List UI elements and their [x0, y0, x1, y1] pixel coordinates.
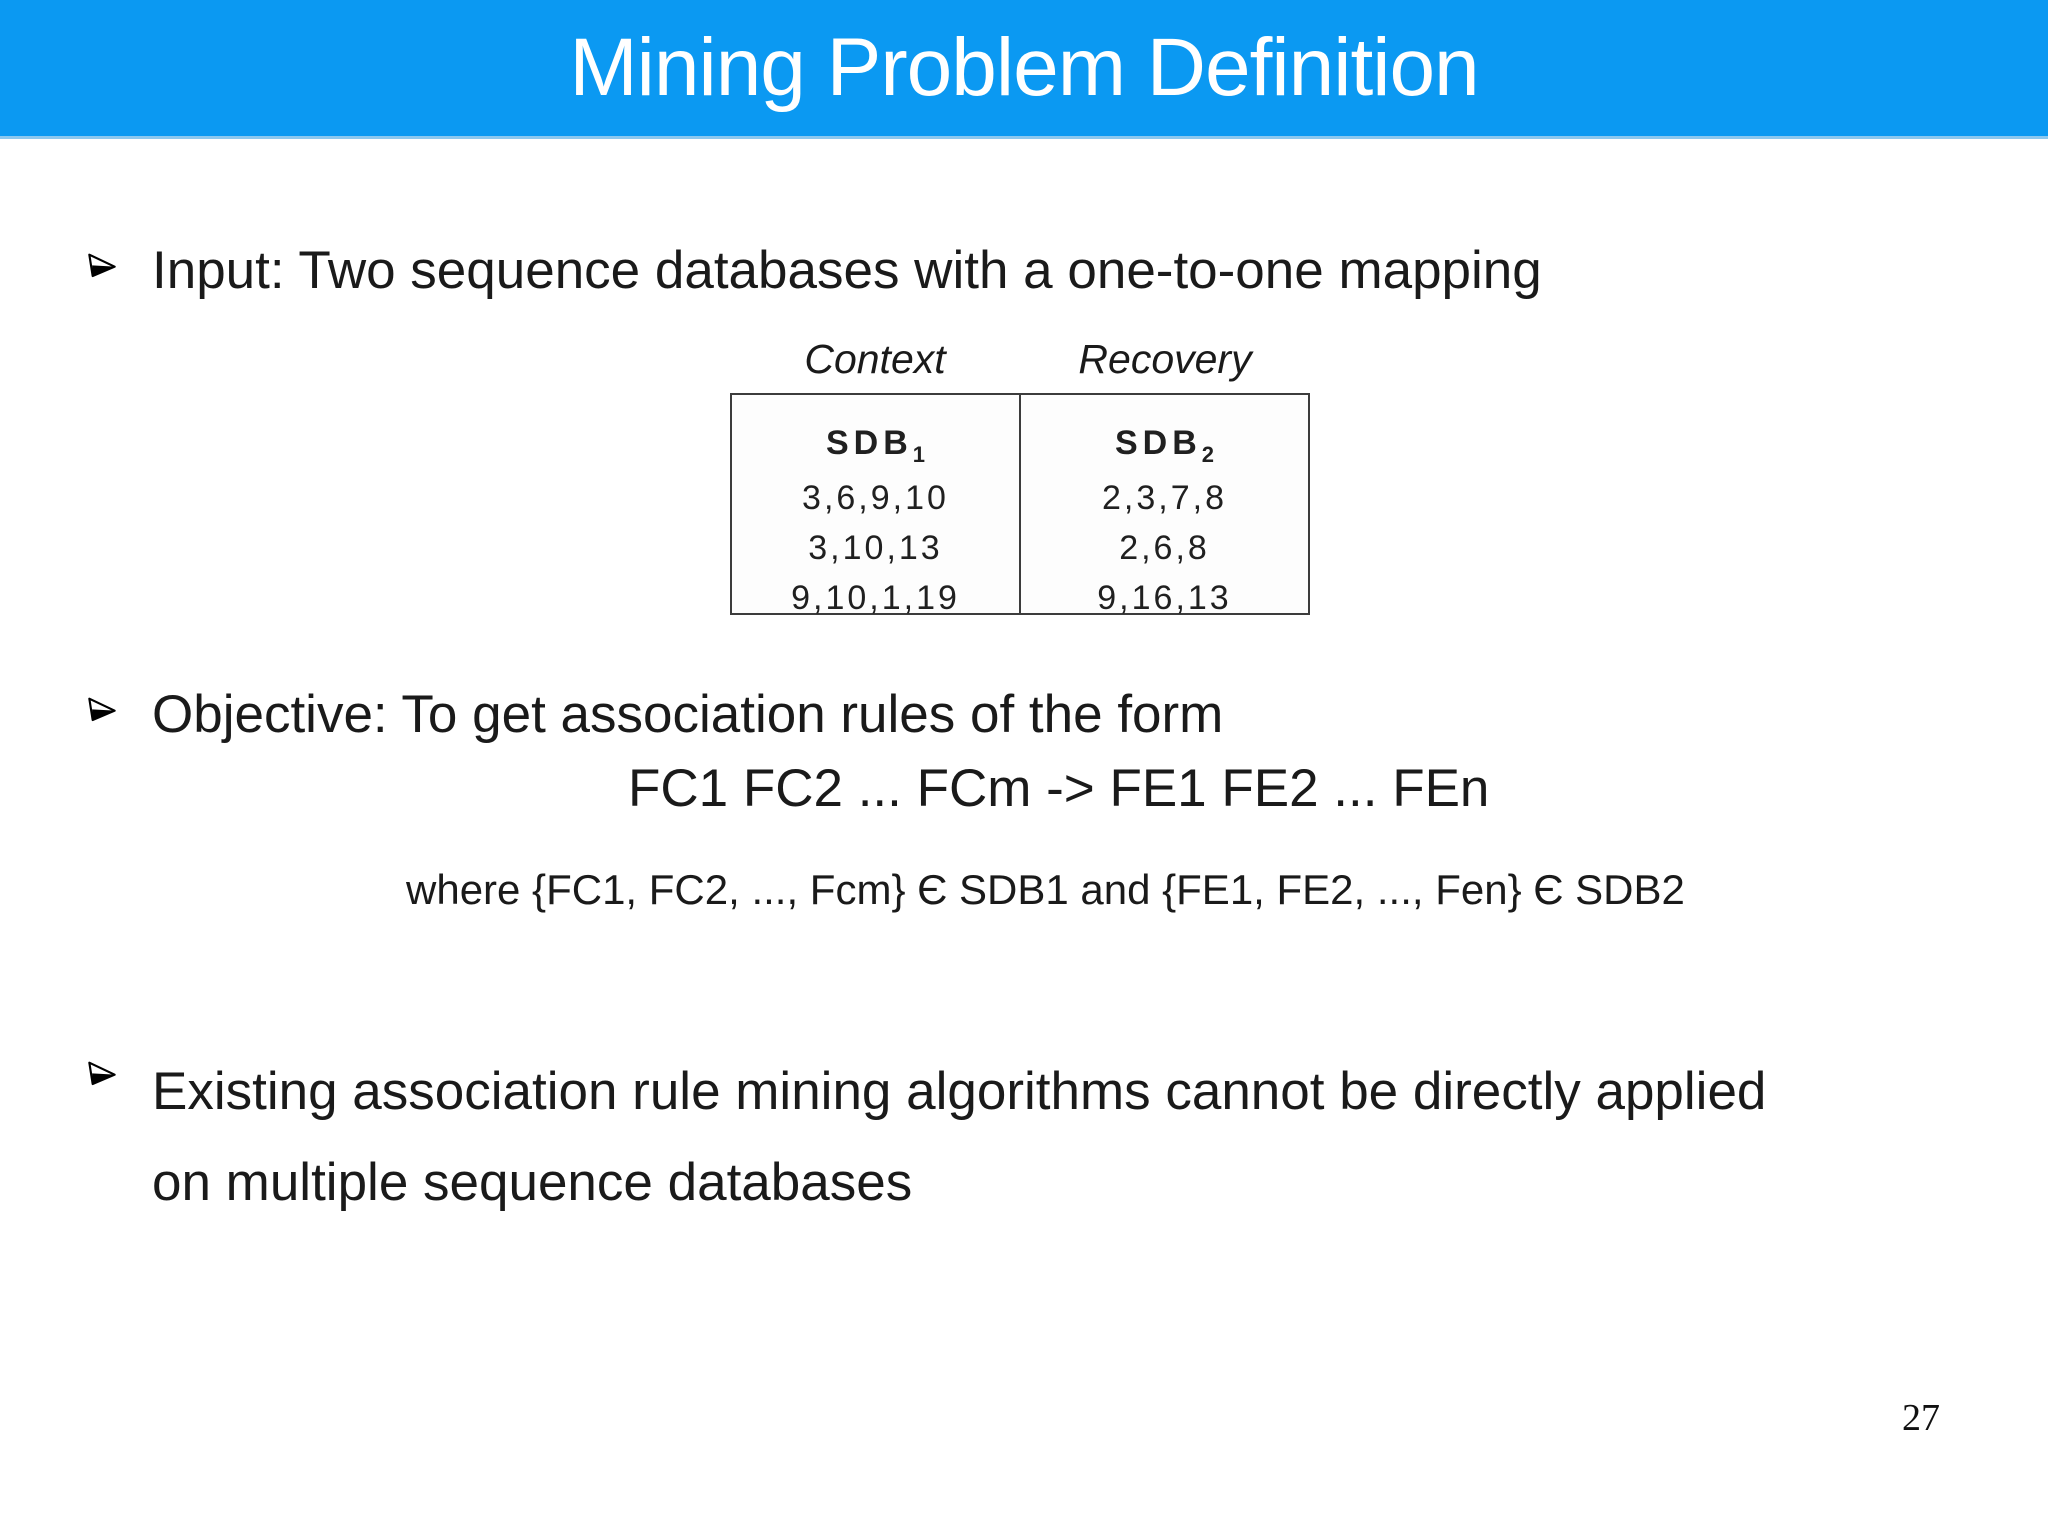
arrowhead-bullet-icon — [86, 250, 118, 282]
sequence-database-table: SDB1 3,6,9,10 3,10,13 9,10,1,19 SDB2 2,3… — [730, 393, 1310, 617]
table-row: 9,10,1,19 — [791, 579, 960, 617]
sdb1-header: SDB1 — [732, 421, 1019, 473]
table-row: 9,16,13 — [1097, 579, 1232, 617]
sdb2-header-text: SDB — [1114, 424, 1202, 462]
table-column-labels: Context Recovery — [730, 336, 1310, 383]
sdb1-header-text: SDB — [825, 424, 913, 462]
sdb2-header: SDB2 — [1021, 421, 1308, 473]
context-label: Context — [804, 336, 946, 382]
sdb2-subscript: 2 — [1201, 441, 1215, 467]
bullet-existing-text: Existing association rule mining algorit… — [152, 1062, 1767, 1213]
table-row: 2,6,8 — [1119, 529, 1210, 567]
rule-form-line: FC1 FC2 ... FCm -> FE1 FE2 ... FEn — [628, 759, 1490, 818]
table-column-sdb2: SDB2 2,3,7,8 2,6,8 9,16,13 — [1021, 395, 1308, 617]
table-row: 3,6,9,10 — [802, 479, 949, 517]
recovery-label: Recovery — [1078, 336, 1252, 382]
table-column-sdb1: SDB1 3,6,9,10 3,10,13 9,10,1,19 — [732, 395, 1021, 617]
page-number: 27 — [1902, 1397, 1940, 1439]
where-clause-line: where {FC1, FC2, ..., Fcm} Є SDB1 and {F… — [406, 866, 1685, 913]
arrowhead-bullet-icon — [86, 694, 118, 726]
bullet-objective: Objective: To get association rules of t… — [86, 682, 1906, 748]
sdb1-subscript: 1 — [912, 441, 926, 467]
table-row: 2,3,7,8 — [1102, 479, 1227, 517]
bullet-objective-text: Objective: To get association rules of t… — [152, 685, 1224, 744]
slide-header: Mining Problem Definition — [0, 0, 2048, 139]
bullet-input: Input: Two sequence databases with a one… — [86, 238, 1906, 304]
slide-title: Mining Problem Definition — [569, 22, 1479, 113]
arrowhead-bullet-icon — [86, 1058, 118, 1090]
bullet-input-text: Input: Two sequence databases with a one… — [152, 241, 1542, 300]
table-row: 3,10,13 — [808, 529, 943, 567]
bullet-existing: Existing association rule mining algorit… — [86, 1046, 1826, 1228]
